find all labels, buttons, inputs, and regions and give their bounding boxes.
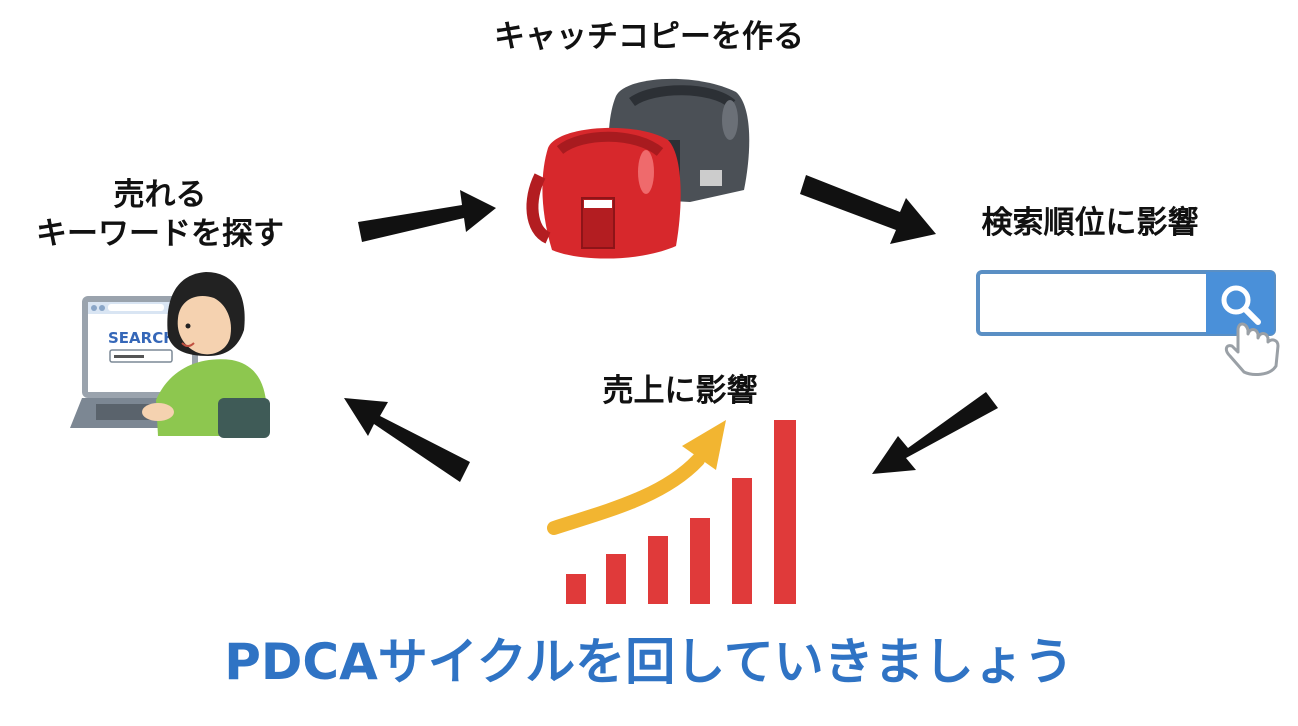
search-bar-illustration xyxy=(976,270,1280,376)
arrow-keyword-to-catchcopy xyxy=(358,190,496,242)
step-keyword-line2: キーワードを探す xyxy=(36,215,284,252)
growth-bar xyxy=(690,518,710,604)
step-keyword-label: 売れる キーワードを探す xyxy=(10,176,310,254)
arrow-catchcopy-to-ranking xyxy=(800,175,936,244)
pointer-hand-icon xyxy=(1224,322,1280,376)
growth-bar xyxy=(566,574,586,604)
step-catchcopy-label: キャッチコピーを作る xyxy=(494,19,804,55)
school-backpacks-illustration xyxy=(526,78,750,259)
arrow-ranking-to-sales xyxy=(872,392,998,474)
step-ranking-label: 検索順位に影響 xyxy=(981,205,1199,241)
sales-growth-chart xyxy=(547,420,796,604)
growth-bar xyxy=(774,420,796,604)
growth-bar xyxy=(732,478,752,604)
growth-bar xyxy=(606,554,626,604)
arrow-sales-to-keyword xyxy=(344,398,470,482)
growth-bar xyxy=(648,536,668,604)
growth-arrow-icon xyxy=(547,420,726,535)
step-sales-label: 売上に影響 xyxy=(602,373,758,409)
search-person-illustration: SEARCH xyxy=(70,272,270,438)
screen-search-text: SEARCH xyxy=(108,329,176,347)
magnifier-icon xyxy=(1221,285,1261,325)
pdca-footer-heading: PDCAサイクルを回していきましょう xyxy=(224,633,1074,691)
step-keyword-line1: 売れる xyxy=(113,177,207,213)
